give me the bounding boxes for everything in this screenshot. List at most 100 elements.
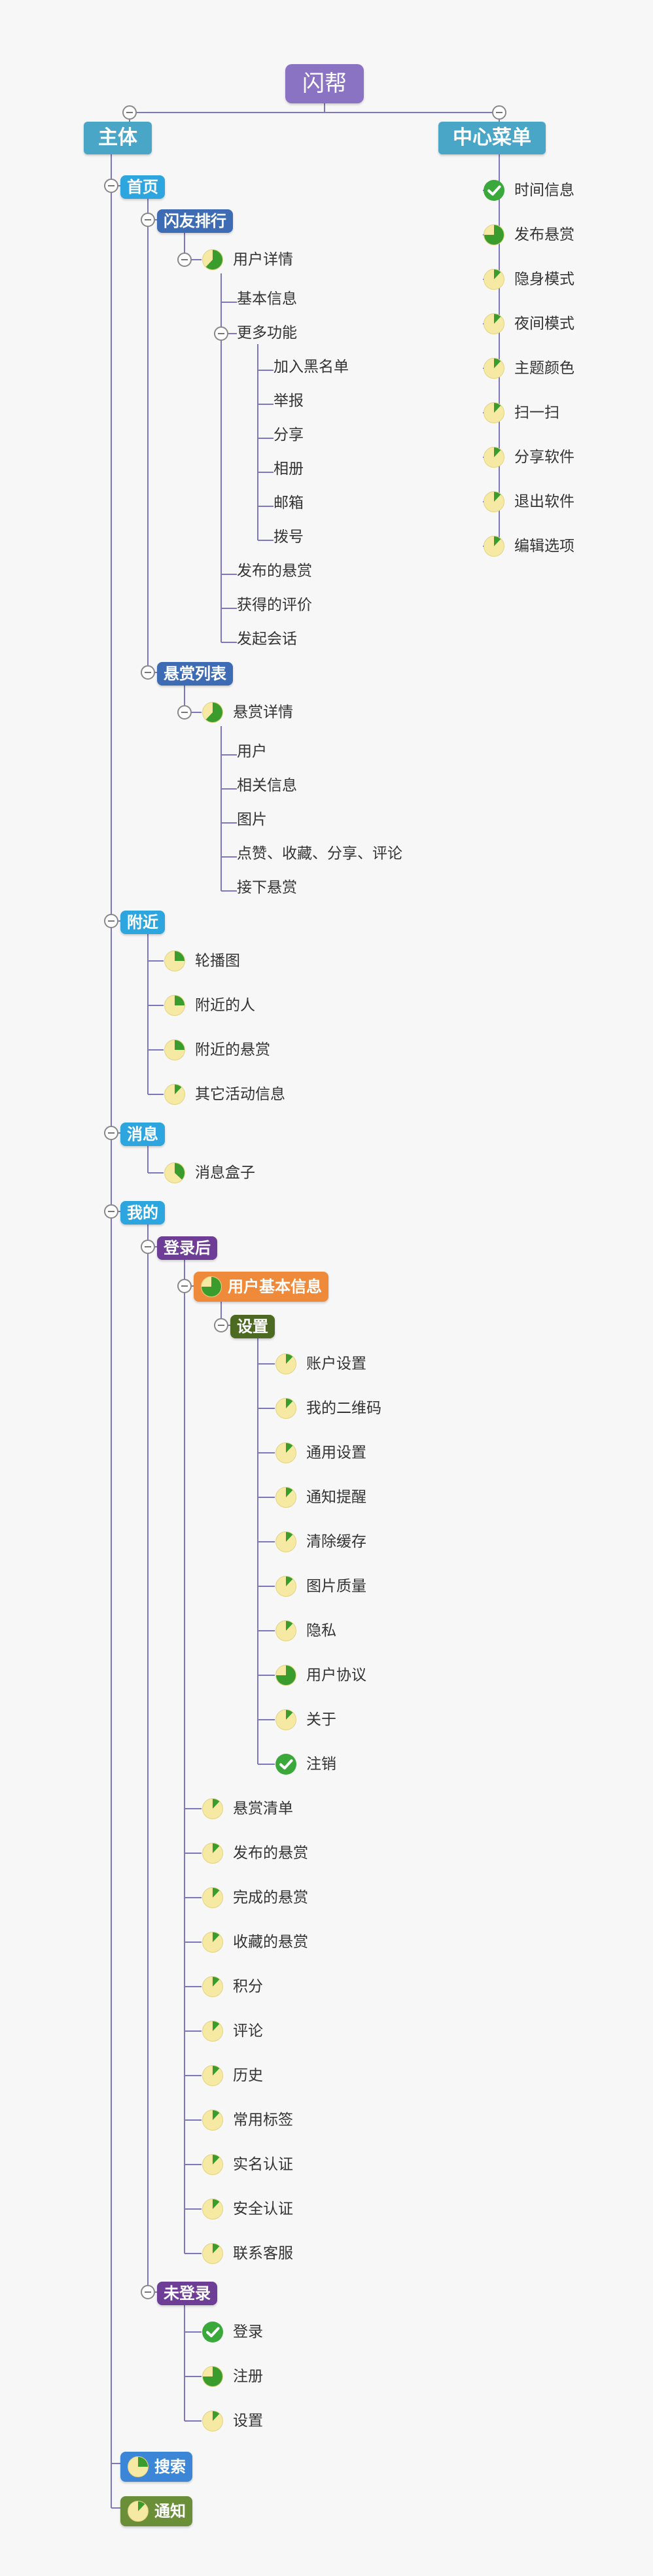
nearby-item-label: 轮播图 — [195, 952, 240, 969]
bounty-detail-item[interactable]: 图片 — [237, 812, 267, 827]
center-menu-item[interactable]: 退出软件 — [483, 491, 574, 513]
notify-node[interactable]: 通知 — [120, 2496, 192, 2526]
messages-item-label: 消息盒子 — [195, 1164, 255, 1181]
nearby-item[interactable]: 轮播图 — [164, 950, 240, 972]
logged-out-item[interactable]: 注册 — [202, 2365, 263, 2388]
logged-in-item-label: 常用标签 — [233, 2111, 293, 2129]
collapse-toggle-friends-rank[interactable] — [141, 213, 155, 227]
main-node[interactable]: 主体 — [84, 122, 152, 154]
user-detail-node[interactable]: 用户详情 — [202, 249, 293, 271]
user-info-node[interactable]: 用户基本信息 — [194, 1272, 328, 1302]
nearby-item-label: 附近的人 — [195, 996, 255, 1014]
user-detail-item[interactable]: 发起会话 — [237, 632, 297, 647]
nearby-item[interactable]: 其它活动信息 — [164, 1083, 285, 1105]
center-menu-item[interactable]: 主题颜色 — [483, 357, 574, 379]
collapse-toggle-settings[interactable] — [214, 1318, 228, 1332]
logged-in-item[interactable]: 评论 — [202, 2020, 263, 2042]
settings-item[interactable]: 清除缓存 — [275, 1531, 366, 1553]
progress-25-icon — [127, 2456, 149, 2478]
collapse-toggle-bounty-list[interactable] — [141, 665, 155, 680]
collapse-toggle-bounty-detail[interactable] — [177, 705, 192, 720]
logged-in-item[interactable]: 发布的悬赏 — [202, 1842, 308, 1864]
logged-in-node[interactable]: 登录后 — [157, 1236, 217, 1260]
logged-in-item[interactable]: 联系客服 — [202, 2242, 293, 2265]
more-functions-node[interactable]: 更多功能 — [237, 326, 297, 341]
more-functions-item[interactable]: 相册 — [274, 462, 304, 477]
mine-node[interactable]: 我的 — [120, 1201, 165, 1225]
nearby-node[interactable]: 附近 — [120, 911, 165, 934]
center-menu-item[interactable]: 编辑选项 — [483, 535, 574, 557]
settings-item[interactable]: 注销 — [275, 1753, 336, 1775]
more-functions-item[interactable]: 邮箱 — [274, 496, 304, 511]
nearby-label: 附近 — [127, 913, 158, 931]
progress-12-icon — [483, 535, 505, 557]
center-menu-item[interactable]: 分享软件 — [483, 446, 574, 468]
user-detail-item[interactable]: 发布的悬赏 — [237, 564, 312, 579]
center-menu-item[interactable]: 扫一扫 — [483, 402, 559, 424]
more-functions-item[interactable]: 分享 — [274, 428, 304, 443]
collapse-toggle-logged-in[interactable] — [141, 1240, 155, 1254]
collapse-toggle-main[interactable] — [122, 105, 137, 120]
progress-12-icon — [202, 2410, 224, 2432]
logged-in-item[interactable]: 历史 — [202, 2064, 263, 2087]
center-menu-item[interactable]: 发布悬赏 — [483, 224, 574, 246]
logged-in-item[interactable]: 常用标签 — [202, 2109, 293, 2131]
more-functions-item[interactable]: 拨号 — [274, 530, 304, 545]
nearby-item[interactable]: 附近的悬赏 — [164, 1039, 270, 1061]
bounty-detail-item[interactable]: 点赞、收藏、分享、评论 — [237, 846, 402, 862]
logged-in-item-label: 联系客服 — [233, 2244, 293, 2262]
center-menu-item[interactable]: 隐身模式 — [483, 268, 574, 290]
logged-in-item[interactable]: 悬赏清单 — [202, 1798, 293, 1820]
messages-item[interactable]: 消息盒子 — [164, 1162, 255, 1184]
more-functions-item[interactable]: 加入黑名单 — [274, 360, 349, 375]
center-menu-item[interactable]: 夜间模式 — [483, 313, 574, 335]
user-detail-item[interactable]: 获得的评价 — [237, 598, 312, 613]
collapse-toggle-more-functions[interactable] — [214, 326, 228, 341]
progress-62-icon — [202, 701, 224, 723]
logged-in-item[interactable]: 安全认证 — [202, 2198, 293, 2220]
settings-item[interactable]: 用户协议 — [275, 1664, 366, 1686]
logged-out-node[interactable]: 未登录 — [157, 2282, 217, 2305]
collapse-toggle-center[interactable] — [492, 105, 506, 120]
settings-item[interactable]: 通知提醒 — [275, 1486, 366, 1508]
logged-in-item[interactable]: 积分 — [202, 1976, 263, 1998]
collapse-toggle-mine[interactable] — [104, 1204, 118, 1219]
main-label: 主体 — [98, 126, 137, 149]
settings-item[interactable]: 图片质量 — [275, 1575, 366, 1597]
logged-in-item[interactable]: 收藏的悬赏 — [202, 1931, 308, 1953]
nearby-item[interactable]: 附近的人 — [164, 994, 255, 1017]
collapse-toggle-nearby[interactable] — [104, 914, 118, 928]
bounty-detail-item[interactable]: 相关信息 — [237, 778, 297, 793]
root-node[interactable]: 闪帮 — [285, 64, 364, 103]
settings-item[interactable]: 关于 — [275, 1709, 336, 1731]
settings-item[interactable]: 隐私 — [275, 1620, 336, 1642]
search-node[interactable]: 搜索 — [120, 2452, 192, 2482]
progress-25-icon — [164, 950, 186, 972]
logged-in-item-label: 评论 — [233, 2022, 263, 2040]
friends-rank-node[interactable]: 闪友排行 — [157, 209, 233, 233]
collapse-toggle-user-info[interactable] — [177, 1279, 192, 1293]
settings-node[interactable]: 设置 — [230, 1315, 275, 1338]
logged-out-item[interactable]: 登录 — [202, 2321, 263, 2343]
logged-in-item[interactable]: 完成的悬赏 — [202, 1887, 308, 1909]
bounty-detail-item[interactable]: 用户 — [237, 744, 267, 759]
bounty-list-node[interactable]: 悬赏列表 — [157, 662, 233, 686]
user-info-label: 用户基本信息 — [228, 1278, 322, 1296]
settings-item[interactable]: 我的二维码 — [275, 1397, 381, 1419]
bounty-detail-node[interactable]: 悬赏详情 — [202, 701, 293, 723]
more-functions-item[interactable]: 举报 — [274, 394, 304, 409]
user-detail-item[interactable]: 基本信息 — [237, 292, 297, 307]
bounty-detail-item[interactable]: 接下悬赏 — [237, 880, 297, 896]
home-node[interactable]: 首页 — [120, 175, 165, 199]
settings-item[interactable]: 账户设置 — [275, 1353, 366, 1375]
center-menu-item[interactable]: 时间信息 — [483, 179, 574, 201]
collapse-toggle-user-detail[interactable] — [177, 252, 192, 267]
center-menu-node[interactable]: 中心菜单 — [438, 122, 546, 154]
collapse-toggle-messages[interactable] — [104, 1126, 118, 1140]
messages-node[interactable]: 消息 — [120, 1123, 165, 1146]
collapse-toggle-home[interactable] — [104, 179, 118, 193]
logged-in-item[interactable]: 实名认证 — [202, 2153, 293, 2176]
settings-item[interactable]: 通用设置 — [275, 1442, 366, 1464]
collapse-toggle-logged-out[interactable] — [141, 2285, 155, 2299]
logged-out-item[interactable]: 设置 — [202, 2410, 263, 2432]
